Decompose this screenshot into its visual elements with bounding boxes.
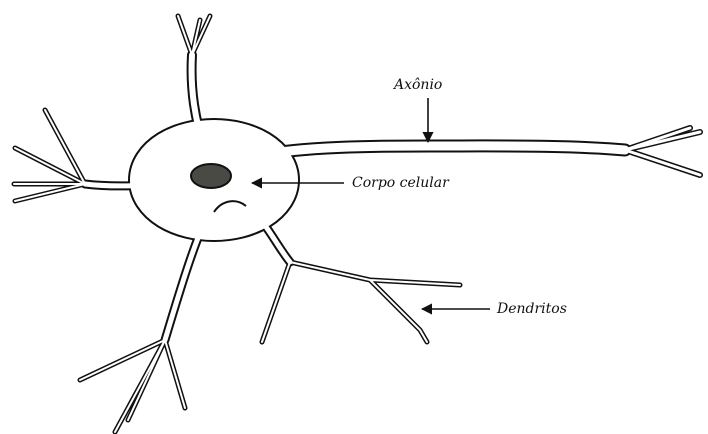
neuron-outline [14, 16, 700, 432]
neuron-fill [14, 16, 700, 432]
axon-label: Axônio [394, 77, 442, 93]
cell-body-label: Corpo celular [352, 175, 449, 191]
dendrites-label: Dendritos [497, 301, 567, 317]
nucleus [191, 164, 231, 188]
